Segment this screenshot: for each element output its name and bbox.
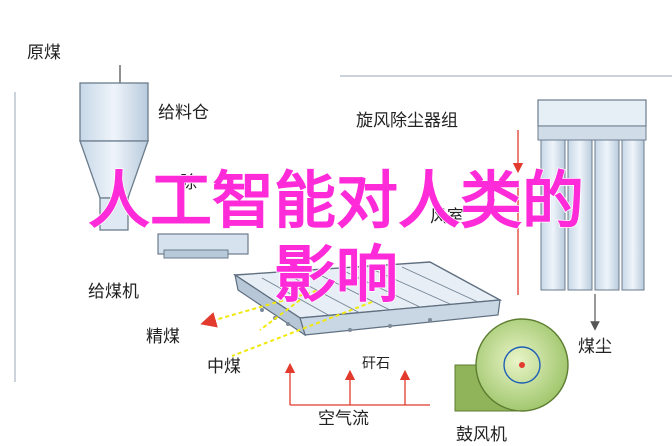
coal-feeder-label: 给煤机 (88, 282, 139, 302)
overlay-title-line1: 人工智能对人类的 (88, 164, 584, 237)
blower-label: 鼓风机 (456, 425, 507, 445)
cyclone-group (537, 99, 647, 291)
red-flow-lines (284, 130, 524, 406)
partial-label-1: 除 (180, 173, 197, 193)
partial-label-2: 风室 (430, 207, 464, 227)
overlay-title-line2: 影响 (274, 238, 398, 311)
coal-dust-label: 煤尘 (578, 337, 612, 357)
particle-flow-lines (200, 286, 373, 357)
air-flow-label: 空气流 (318, 409, 369, 429)
middling-label: 中煤 (207, 357, 241, 377)
coal-feeder (157, 233, 249, 259)
clean-coal-label: 精煤 (146, 327, 180, 347)
blower (454, 318, 569, 412)
raw-coal-label: 原煤 (27, 43, 61, 63)
feed-bin (79, 82, 149, 231)
feed-bin-label: 给料仓 (158, 103, 209, 123)
cyclone-group-label: 旋风除尘器组 (356, 111, 458, 131)
gangue-label: 矸石 (362, 356, 390, 372)
